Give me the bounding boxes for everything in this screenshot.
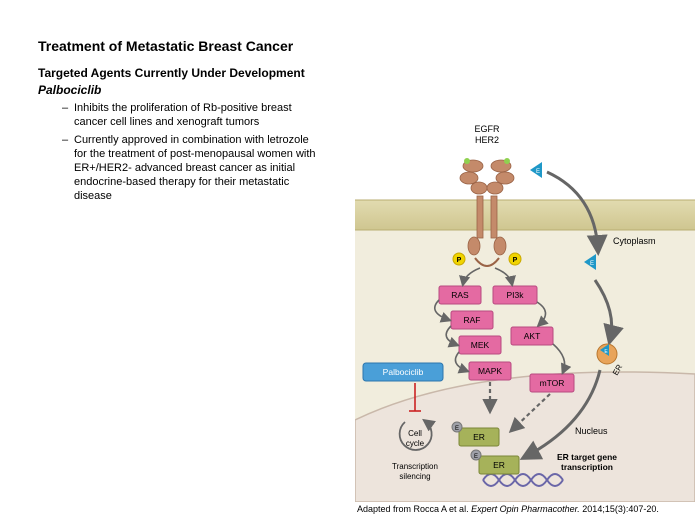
nucleus-label: Nucleus: [575, 426, 608, 436]
transcription-silencing-line2: silencing: [399, 472, 430, 481]
inhibition-marker: [409, 383, 421, 412]
svg-text:MAPK: MAPK: [478, 366, 502, 376]
bullet-list: Inhibits the proliferation of Rb-positiv…: [62, 101, 317, 207]
er-target-line2: transcription: [561, 462, 613, 472]
her2-label: HER2: [475, 135, 499, 145]
slide-title: Treatment of Metastatic Breast Cancer: [38, 38, 294, 54]
svg-text:E: E: [536, 169, 540, 175]
kinase-mtor: mTOR: [529, 373, 575, 393]
er-target-line1: ER target gene: [557, 452, 617, 462]
svg-text:Cell: Cell: [408, 429, 422, 438]
svg-text:ER: ER: [473, 432, 485, 442]
cell-membrane: [355, 200, 695, 230]
citation-journal: Expert Opin Pharmacother.: [471, 504, 580, 514]
er-box-1: ER E: [451, 421, 500, 447]
kinase-akt: AKT: [510, 326, 554, 346]
drug-name: Palbociclib: [38, 83, 102, 97]
ligand-dot: [504, 158, 510, 164]
svg-text:cycle: cycle: [406, 439, 425, 448]
er-target-arrow: [519, 369, 602, 460]
svg-text:E: E: [590, 261, 594, 267]
ligand-dot: [464, 158, 470, 164]
nucleus: [355, 371, 695, 502]
svg-text:RAF: RAF: [464, 315, 481, 325]
er-box-2: ER E: [470, 449, 520, 475]
svg-text:E: E: [474, 454, 478, 460]
phospho-left: P: [452, 252, 466, 266]
estrogen-cytoplasm: E: [584, 254, 596, 270]
kinase-mek: MEK: [458, 335, 502, 355]
kinase-ras: RAS: [438, 285, 482, 305]
svg-text:MEK: MEK: [471, 340, 490, 350]
citation-details: 2014;15(3):407-20.: [579, 504, 659, 514]
svg-text:E: E: [455, 426, 459, 432]
signaling-pathway-diagram: EGFR HER2 P P E E E ER: [355, 124, 695, 502]
transcription-silencing-line1: Transcription: [392, 462, 438, 471]
svg-text:P: P: [457, 257, 462, 264]
cell-cycle-icon: Cell cycle: [398, 418, 436, 451]
kinase-raf: RAF: [450, 310, 494, 330]
estrogen-to-er-arrow: [593, 279, 624, 346]
bullet-item: Currently approved in combination with l…: [62, 133, 317, 203]
svg-text:mTOR: mTOR: [540, 378, 565, 388]
slide-subtitle: Targeted Agents Currently Under Developm…: [38, 66, 305, 80]
pathway-arrows: [433, 267, 572, 434]
dna-helix: [482, 473, 564, 487]
citation: Adapted from Rocca A et al. Expert Opin …: [357, 504, 659, 514]
palbociclib-box: Palbociclib: [362, 362, 444, 382]
svg-text:P: P: [513, 257, 518, 264]
estrogen-entry-arrow: [546, 170, 608, 256]
svg-text:ER: ER: [493, 460, 505, 470]
estrogen-extracellular: E: [530, 162, 542, 178]
kinase-pi3k: PI3k: [492, 285, 538, 305]
cytoplasm-label: Cytoplasm: [613, 236, 656, 246]
svg-text:AKT: AKT: [524, 331, 541, 341]
egfr-label: EGFR: [474, 124, 500, 134]
svg-text:E: E: [604, 349, 608, 355]
citation-prefix: Adapted from Rocca A et al.: [357, 504, 472, 514]
svg-text:PI3k: PI3k: [506, 290, 524, 300]
svg-text:Palbociclib: Palbociclib: [383, 367, 424, 377]
membrane-er: E ER: [596, 343, 624, 377]
svg-text:RAS: RAS: [451, 290, 469, 300]
phospho-right: P: [508, 252, 522, 266]
bullet-item: Inhibits the proliferation of Rb-positiv…: [62, 101, 317, 129]
kinase-mapk: MAPK: [468, 361, 512, 381]
